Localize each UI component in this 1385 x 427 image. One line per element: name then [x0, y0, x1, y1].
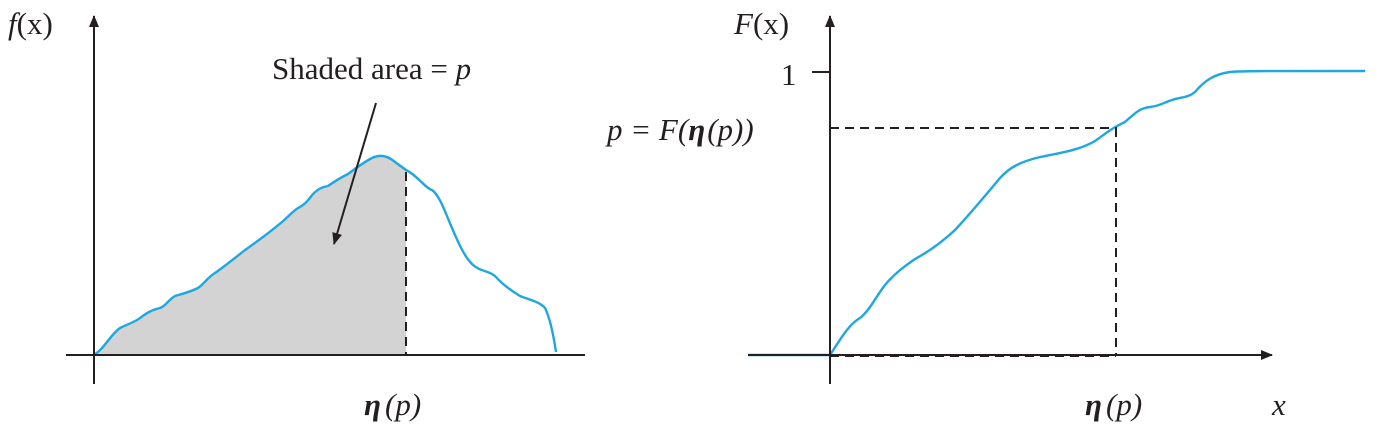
p-lhs: p — [605, 112, 623, 147]
right-x-tick-eta-p: η(p) — [1085, 387, 1142, 422]
shaded-area — [94, 155, 406, 355]
left-panel-density: f(x) Shaded area = p η(p) — [8, 6, 585, 422]
right-y-tick-one-label: 1 — [781, 57, 797, 92]
left-y-label-x: (x) — [17, 6, 53, 41]
right-x-axis-label: x — [1271, 387, 1286, 422]
right-eta-arg: (p) — [1106, 387, 1142, 422]
right-y-label-x: (x) — [753, 6, 789, 41]
p-rhs: (p)) — [707, 112, 753, 147]
annotation-text: Shaded area = — [272, 51, 456, 86]
annotation-arrow — [332, 102, 377, 245]
shaded-area-annotation: Shaded area = p — [272, 51, 471, 86]
left-x-tick-eta-p: η(p) — [364, 387, 421, 422]
right-eta-symbol: η — [1085, 387, 1102, 422]
density-curve — [93, 154, 558, 357]
left-eta-symbol: η — [364, 387, 381, 422]
right-y-label: F(x) — [733, 6, 789, 41]
right-y-label-F: F — [733, 6, 754, 41]
p-mid: = F( — [623, 112, 690, 147]
left-eta-arg: (p) — [385, 387, 421, 422]
right-panel-cdf: F(x) 1 p = F(η(p)) η(p) x — [605, 6, 1366, 422]
cdf-curve — [748, 69, 1366, 357]
p-eta: η — [688, 112, 705, 147]
right-y-tick-p-label: p = F(η(p)) — [605, 112, 754, 147]
left-y-label: f(x) — [8, 6, 53, 41]
annotation-var: p — [454, 51, 472, 86]
